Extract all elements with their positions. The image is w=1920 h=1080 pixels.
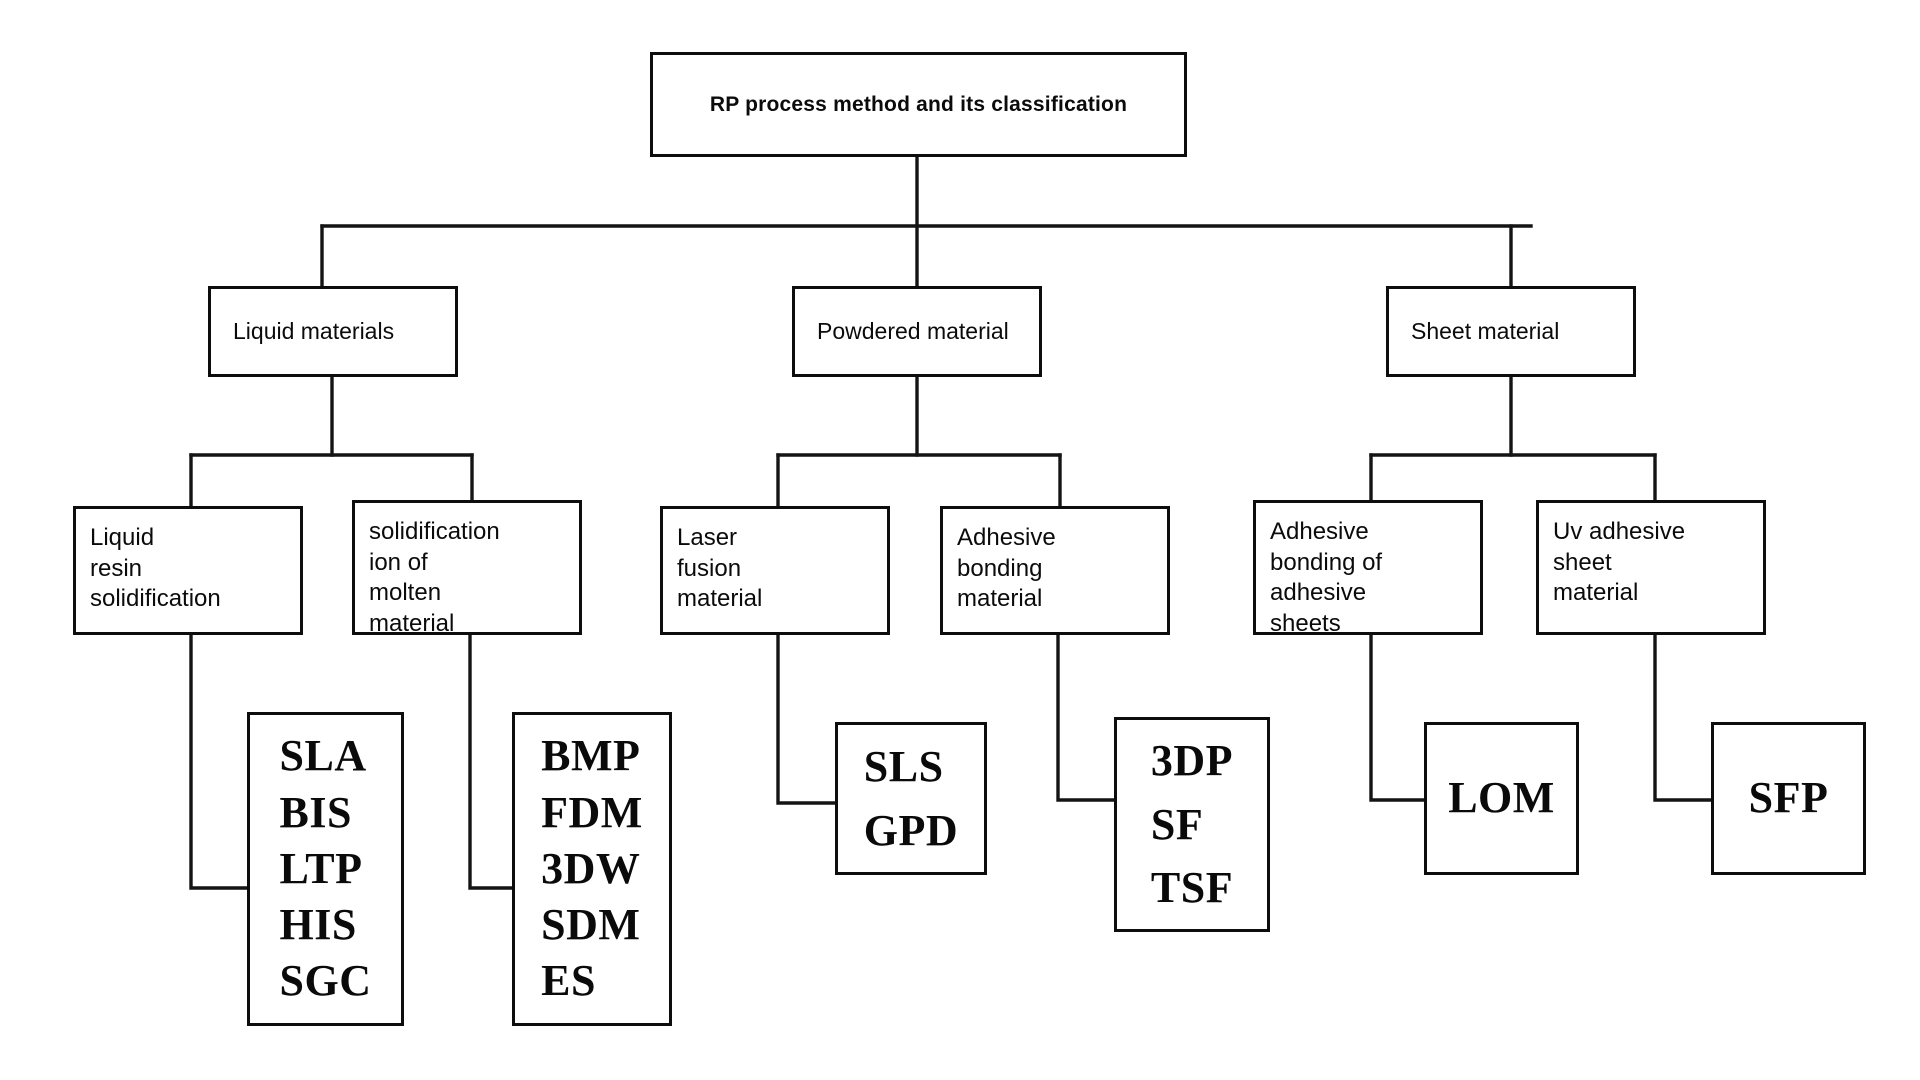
node-leaf-adhesive-bonding-acronyms-label: 3DP SF TSF	[1150, 735, 1234, 913]
node-category-sheet-material[interactable]: Sheet material	[1386, 286, 1636, 377]
wire-bonding-to-lom	[1369, 633, 1426, 802]
node-category-powdered-material[interactable]: Powdered material	[792, 286, 1042, 377]
node-root[interactable]: RP process method and its classification	[650, 52, 1187, 157]
node-category-powdered-material-label: Powdered material	[817, 318, 1009, 345]
node-category-sheet-material-label: Sheet material	[1411, 318, 1560, 345]
node-category-liquid-materials[interactable]: Liquid materials	[208, 286, 458, 377]
node-method-liquid-resin-solidification-label: Liquid resin solidification	[90, 524, 221, 613]
node-method-liquid-resin-solidification[interactable]: Liquid resin solidification	[73, 506, 303, 635]
wire-laser-to-sls	[776, 633, 837, 805]
node-method-solidification-of-molten-material[interactable]: solidification ion of molten material	[352, 500, 582, 637]
node-method-laser-fusion-material-label: Laser fusion material	[677, 524, 763, 613]
node-method-adhesive-bonding-material-label: Adhesive bonding material	[957, 524, 1056, 613]
node-leaf-laser-fusion-acronyms[interactable]: SLS GPD	[835, 722, 987, 875]
node-leaf-liquid-resin-acronyms[interactable]: SLA BIS LTP HIS SGC	[247, 712, 404, 1026]
node-category-liquid-materials-label: Liquid materials	[233, 318, 395, 345]
node-leaf-lom[interactable]: LOM	[1424, 722, 1579, 875]
node-method-laser-fusion-material[interactable]: Laser fusion material	[660, 506, 890, 635]
node-leaf-molten-material-acronyms-label: BMP FDM 3DW SDM ES	[541, 731, 643, 1006]
node-method-uv-adhesive-sheet-material[interactable]: Uv adhesive sheet material	[1536, 500, 1766, 635]
node-method-adhesive-bonding-of-adhesive-sheets-label: Adhesive bonding of adhesive sheets	[1270, 518, 1383, 638]
node-leaf-lom-label: LOM	[1448, 773, 1555, 823]
wire-molten-to-bmp	[468, 633, 514, 890]
wire-adhesive-to-3dp	[1056, 633, 1116, 802]
node-method-adhesive-bonding-of-adhesive-sheets[interactable]: Adhesive bonding of adhesive sheets	[1253, 500, 1483, 637]
node-method-uv-adhesive-sheet-material-label: Uv adhesive sheet material	[1553, 518, 1686, 607]
node-method-solidification-of-molten-material-label: solidification ion of molten material	[369, 518, 500, 638]
node-leaf-adhesive-bonding-acronyms[interactable]: 3DP SF TSF	[1114, 717, 1270, 932]
node-root-label: RP process method and its classification	[709, 92, 1128, 116]
node-leaf-sfp-label: SFP	[1748, 773, 1829, 823]
node-leaf-molten-material-acronyms[interactable]: BMP FDM 3DW SDM ES	[512, 712, 672, 1026]
node-leaf-liquid-resin-acronyms-label: SLA BIS LTP HIS SGC	[279, 731, 372, 1006]
wire-uv-to-sfp	[1653, 633, 1713, 802]
node-method-adhesive-bonding-material[interactable]: Adhesive bonding material	[940, 506, 1170, 635]
node-leaf-laser-fusion-acronyms-label: SLS GPD	[863, 741, 959, 855]
wire-resin-to-sla	[189, 633, 249, 890]
node-leaf-sfp[interactable]: SFP	[1711, 722, 1866, 875]
